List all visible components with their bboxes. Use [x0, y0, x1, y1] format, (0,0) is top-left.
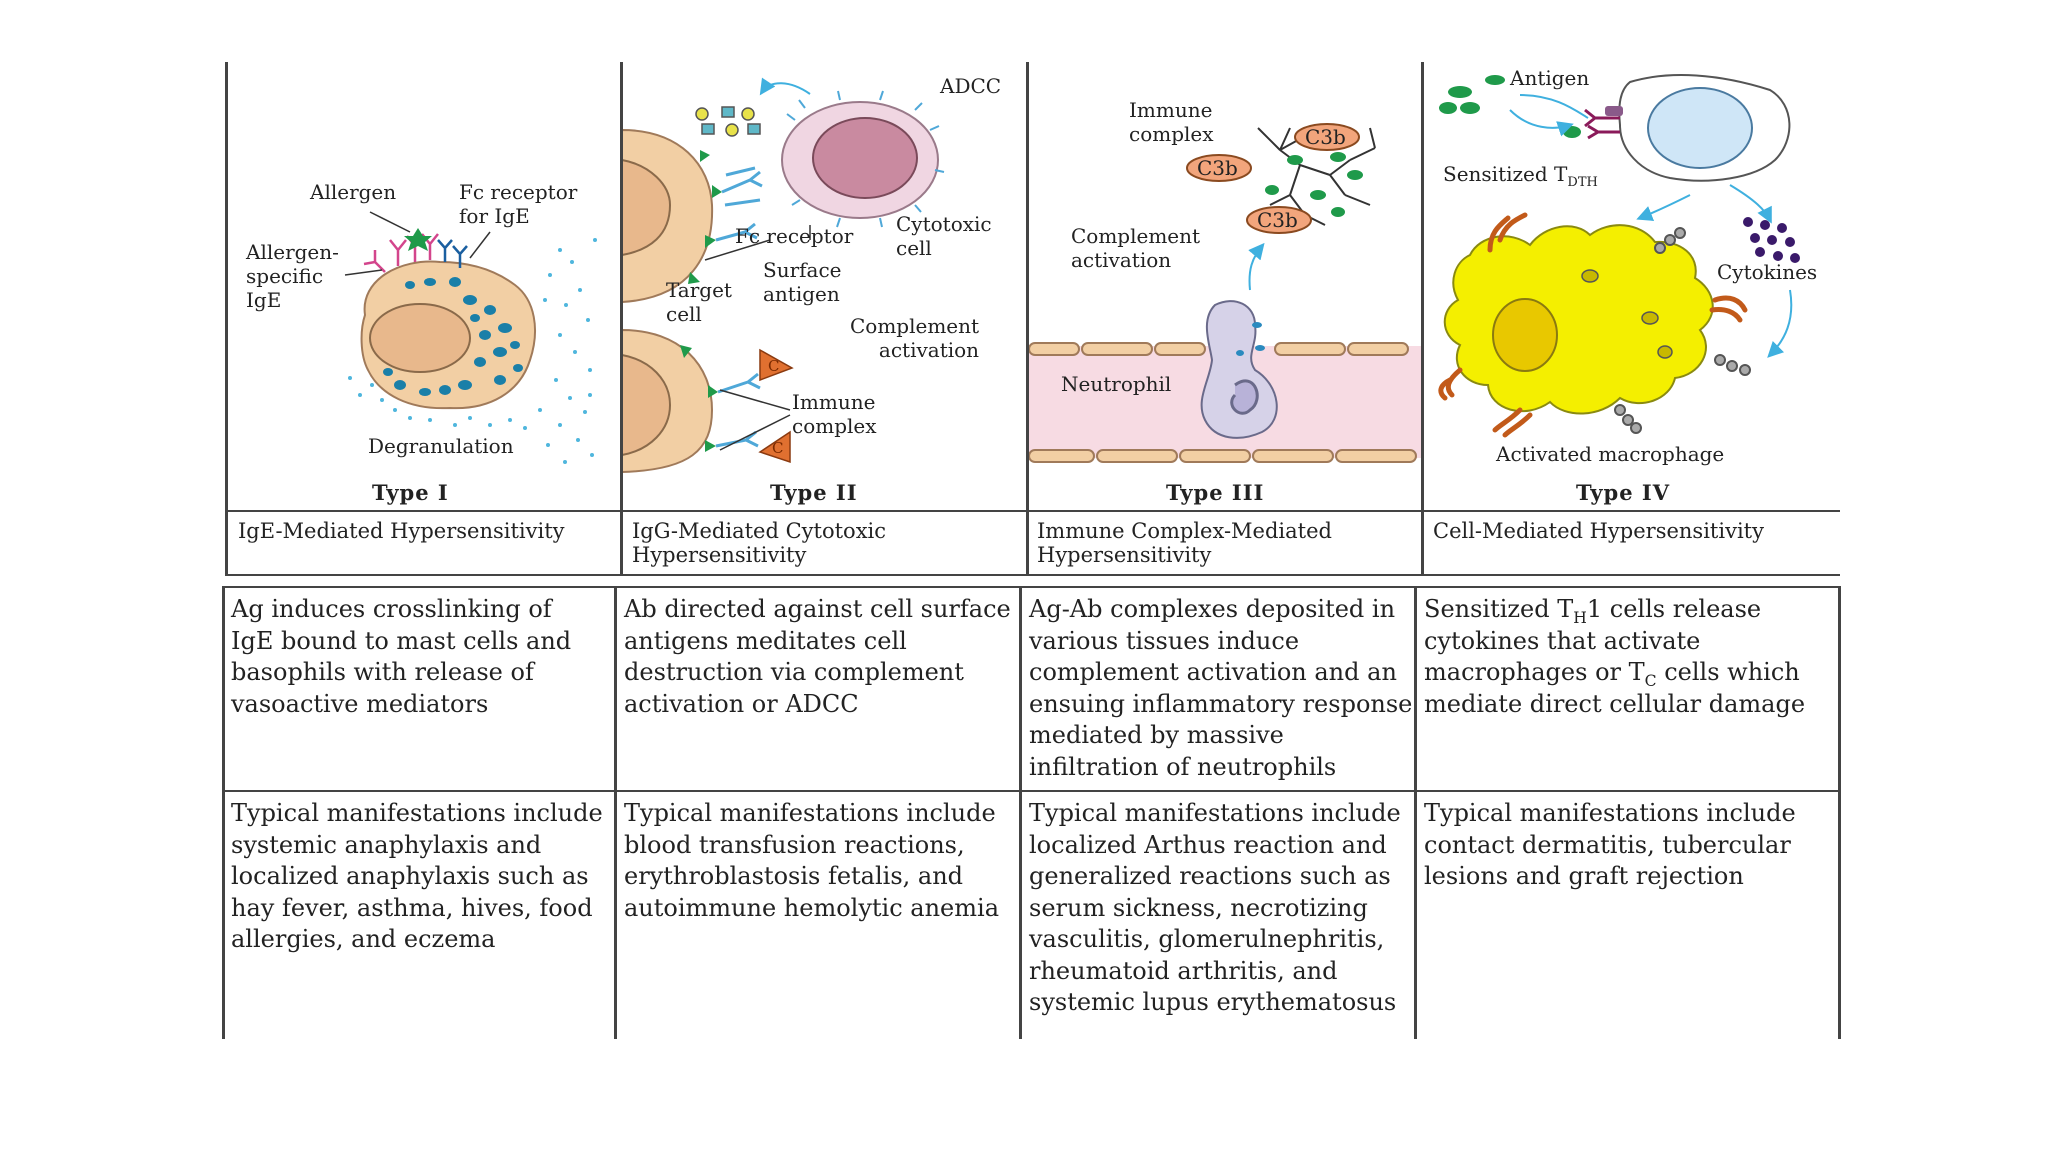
type-name-3: Immune Complex-Mediated Hypersensitivity — [1037, 519, 1332, 567]
type1-illustration — [344, 211, 597, 464]
mechanism-text-3: Ag-Ab complexes deposited in various tis… — [1029, 595, 1413, 781]
c3b-badges — [1186, 123, 1360, 234]
degranulation-spray — [348, 238, 597, 464]
grid-line — [225, 62, 228, 575]
tcr-icon — [1584, 108, 1620, 140]
c-badge: C — [768, 357, 780, 375]
label-complement-activation-2: Complement activation — [850, 314, 980, 362]
granule-release — [695, 106, 761, 137]
grid-line — [225, 574, 1840, 576]
label-cytokines: Cytokines — [1717, 260, 1818, 284]
type-name-4: Cell-Mediated Hypersensitivity — [1433, 519, 1764, 543]
manifestations-text-1: Typical manifestations include systemic … — [231, 799, 603, 953]
antibodies-type2 — [715, 166, 763, 448]
label-sensitized-tdth: Sensitized TDTH — [1443, 162, 1598, 189]
grid-line — [1026, 62, 1029, 575]
label-immune-complex-3: Immune complex — [1129, 98, 1214, 146]
c3b-label: C3b — [1305, 125, 1346, 149]
manifestations-text-3: Typical manifestations include localized… — [1029, 799, 1401, 1016]
mechanism-text-2: Ab directed against cell surface antigen… — [624, 595, 1011, 718]
type-label-4: Type IV — [1576, 480, 1670, 505]
type-label-2: Type II — [770, 480, 858, 505]
label-antigen: Antigen — [1510, 66, 1590, 90]
grid-line — [1414, 586, 1417, 1039]
grid-line — [1019, 586, 1022, 1039]
label-cytotoxic-cell: Cytotoxic cell — [896, 212, 992, 260]
grid-line — [225, 510, 1840, 512]
mast-cell-nucleus — [369, 303, 471, 373]
immune-complex-lattice — [1257, 127, 1376, 226]
grid-line — [1421, 62, 1424, 575]
label-allergen-specific-ige: Allergen- specific IgE — [246, 240, 339, 312]
cytotoxic-nucleus — [812, 117, 918, 199]
vessel-wall-top — [1028, 342, 1409, 356]
mechanism-text-1: Ag induces crosslinking of IgE bound to … — [231, 595, 572, 718]
label-degranulation: Degranulation — [368, 434, 514, 458]
type2-illustration — [621, 77, 945, 474]
mechanism-text-4: Sensitized TH1 cells release cytokines t… — [1424, 595, 1806, 718]
fc-receptor-ige-icon — [437, 239, 468, 268]
grid-line — [620, 62, 623, 575]
label-sensitized-tdth-sub: DTH — [1567, 175, 1598, 190]
label-target-cell: Target cell — [666, 278, 732, 326]
grid-line — [614, 586, 617, 1039]
c3b-label: C3b — [1197, 156, 1238, 180]
type-label-1: Type I — [372, 480, 449, 505]
type-name-2: IgG-Mediated Cytotoxic Hypersensitivity — [632, 519, 887, 567]
label-activated-macrophage: Activated macrophage — [1496, 442, 1725, 466]
cytokines-dots — [1743, 217, 1800, 263]
label-fc-receptor-ige: Fc receptor for IgE — [459, 180, 578, 228]
grid-line — [222, 586, 225, 1039]
complement-triangles — [758, 348, 794, 464]
vessel-wall-bottom — [1028, 449, 1417, 463]
surface-antigens — [680, 150, 722, 452]
label-adcc: ADCC — [940, 74, 1002, 98]
t-cell-receptor-chains — [1614, 227, 1751, 434]
label-immune-complex-2: Immune complex — [792, 390, 877, 438]
allergen-icon — [404, 228, 432, 251]
label-sensitized-tdth-main: Sensitized T — [1443, 162, 1568, 186]
label-fc-receptor: Fc receptor — [735, 224, 854, 248]
label-neutrophil: Neutrophil — [1061, 372, 1172, 396]
label-complement-activation-3: Complement activation — [1071, 224, 1201, 272]
grid-line — [222, 790, 1840, 792]
type-name-1: IgE-Mediated Hypersensitivity — [238, 519, 565, 543]
type3-illustration — [1028, 127, 1422, 463]
activated-macrophage-cell — [1443, 224, 1714, 415]
macrophage-receptors — [1438, 212, 1748, 438]
granules — [383, 277, 523, 396]
label-surface-antigen: Surface antigen — [763, 258, 842, 306]
manifestations-text-2: Typical manifestations include blood tra… — [624, 799, 999, 922]
label-allergen: Allergen — [310, 180, 397, 204]
c-badge: C — [772, 439, 784, 457]
grid-line — [1838, 586, 1841, 1039]
grid-line — [222, 586, 1840, 588]
manifestations-text-4: Typical manifestations include contact d… — [1424, 799, 1796, 890]
type-label-3: Type III — [1166, 480, 1265, 505]
c3b-label: C3b — [1257, 208, 1298, 232]
type4-illustration — [1438, 74, 1800, 438]
